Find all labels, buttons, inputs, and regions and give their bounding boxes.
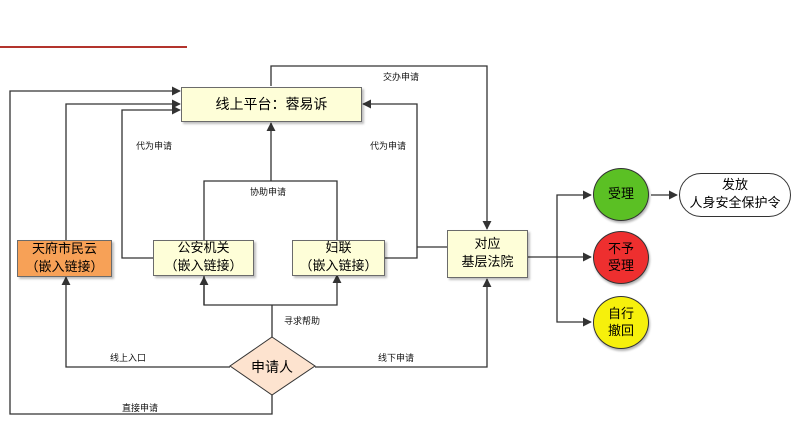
reject-circle: 不予 受理 bbox=[593, 231, 649, 284]
tianfu-node: 天府市民云 （嵌入链接） bbox=[17, 240, 112, 277]
reject-line2: 受理 bbox=[607, 258, 634, 274]
platform-node: 线上平台：蓉易诉 bbox=[181, 87, 362, 122]
reject-line1: 不予 bbox=[607, 241, 634, 257]
edge-court-withdraw bbox=[556, 257, 592, 327]
edge-tianfu-platform bbox=[65, 99, 181, 240]
withdraw-line1: 自行 bbox=[607, 306, 634, 322]
accept-circle: 受理 bbox=[593, 168, 649, 221]
court-node: 对应 基层法院 bbox=[447, 230, 528, 278]
applicant-diamond bbox=[229, 336, 316, 396]
women-line2: （嵌入链接） bbox=[299, 259, 378, 274]
women-node: 妇联 （嵌入链接） bbox=[292, 240, 385, 276]
police-line2: （嵌入链接） bbox=[164, 259, 243, 274]
edge-label-offline-apply: 线下申请 bbox=[378, 354, 415, 364]
edge-court-accept bbox=[556, 190, 592, 257]
edge-online-entry bbox=[61, 276, 230, 368]
edge-label-assist: 协助申请 bbox=[250, 188, 287, 198]
police-line1: 公安机关 bbox=[177, 241, 230, 256]
withdraw-line2: 撤回 bbox=[607, 323, 634, 339]
edge-offline-apply bbox=[315, 278, 492, 368]
edge-seek-help bbox=[203, 274, 342, 306]
edge-proxy-right bbox=[362, 99, 418, 259]
withdraw-circle: 自行 撤回 bbox=[593, 296, 649, 349]
edge-direct-apply bbox=[9, 86, 273, 415]
issue-line2: 人身安全保护令 bbox=[689, 196, 781, 211]
tianfu-line2: （嵌入链接） bbox=[25, 259, 104, 275]
edge-proxy-left bbox=[121, 105, 181, 259]
edge-label-transfer: 交办申请 bbox=[383, 73, 420, 83]
header-accent-line bbox=[0, 46, 187, 48]
applicant-label: 申请人 bbox=[251, 360, 293, 376]
tianfu-line1: 天府市民云 bbox=[31, 241, 97, 257]
women-line1: 妇联 bbox=[325, 241, 352, 256]
issue-order-node: 发放 人身安全保护令 bbox=[679, 173, 791, 217]
platform-label: 线上平台：蓉易诉 bbox=[215, 96, 328, 113]
edge-label-online-entry: 线上入口 bbox=[110, 354, 147, 364]
edge-label-seek-help: 寻求帮助 bbox=[284, 317, 321, 327]
issue-line1: 发放 bbox=[721, 178, 748, 193]
edge-transfer bbox=[270, 65, 492, 230]
edge-label-proxy-left: 代为申请 bbox=[136, 142, 173, 152]
court-line2: 基层法院 bbox=[461, 255, 514, 270]
edge-label-direct-apply: 直接申请 bbox=[122, 404, 159, 414]
court-line1: 对应 bbox=[474, 237, 501, 252]
police-node: 公安机关 （嵌入链接） bbox=[153, 240, 254, 276]
edge-label-proxy-right: 代为申请 bbox=[370, 142, 407, 152]
accept-label: 受理 bbox=[607, 187, 634, 202]
